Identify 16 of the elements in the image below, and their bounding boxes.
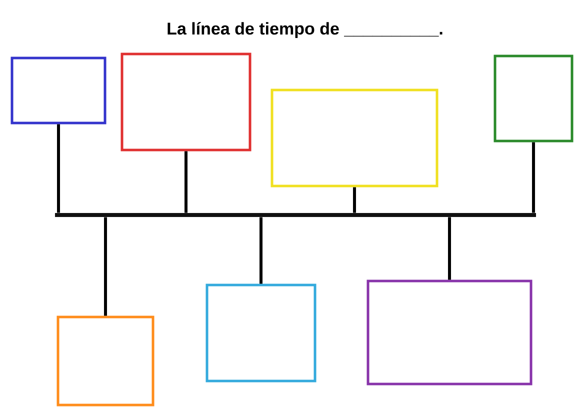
empty-box (206, 284, 316, 382)
timeline-bar (55, 213, 536, 217)
connector-line (532, 142, 535, 213)
empty-box (56, 316, 154, 406)
connector-line (353, 187, 356, 213)
empty-box (494, 54, 574, 142)
empty-box (10, 56, 106, 124)
title: La línea de tiempo de __________. (168, 22, 442, 38)
connector-line (260, 217, 262, 284)
empty-box (270, 88, 438, 188)
connector-line (184, 151, 188, 213)
connector-line (448, 217, 451, 280)
connector-line (57, 124, 60, 213)
connector-line (104, 217, 107, 316)
empty-box (366, 280, 532, 386)
empty-box (120, 52, 252, 152)
